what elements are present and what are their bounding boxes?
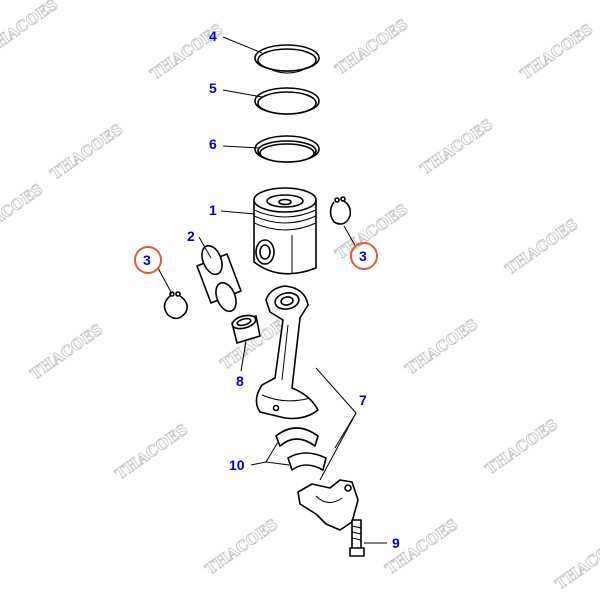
highlight-circle-right — [350, 242, 378, 270]
label-connecting-rod: 7 — [359, 392, 367, 408]
watermark-text: THACOES — [402, 315, 481, 378]
label-rod-bearing: 10 — [229, 457, 245, 473]
label-rod-bolt: 9 — [392, 535, 400, 551]
piston-pin — [196, 244, 242, 313]
label-piston: 1 — [209, 202, 217, 218]
watermark-text: THACOES — [502, 215, 581, 278]
label-snap-ring-right: 3 — [359, 248, 367, 264]
watermark-text: THACOES — [47, 120, 126, 183]
watermark-text: THACOES — [552, 530, 600, 593]
rod-bearing — [275, 427, 327, 471]
leader-lines — [157, 36, 387, 544]
label-piston-pin: 2 — [187, 228, 195, 244]
highlight-circle-left — [134, 246, 162, 274]
rod-bushing — [231, 314, 261, 344]
watermark-text: THACOES — [27, 320, 106, 383]
label-rod-bushing: 8 — [236, 373, 244, 389]
part-number-labels: 4 5 6 1 2 3 3 8 7 10 9 — [143, 28, 400, 551]
label-ring-second: 5 — [209, 80, 217, 96]
label-ring-oil: 6 — [209, 136, 217, 152]
snap-ring-left — [163, 291, 188, 320]
piston-ring-oil — [254, 135, 320, 163]
watermark-text: THACOES — [202, 515, 281, 578]
rod-cap — [297, 479, 359, 531]
snap-ring-right — [329, 196, 352, 225]
piston-ring-second — [254, 87, 320, 115]
watermark-text: THACOES — [112, 420, 191, 483]
watermark-text: THACOES — [517, 20, 596, 83]
connecting-rod — [255, 285, 319, 420]
watermark-text: THACOES — [417, 115, 496, 178]
piston-ring-top — [254, 44, 320, 74]
label-snap-ring-left: 3 — [143, 252, 151, 268]
watermark-text: THACOES — [332, 15, 411, 78]
watermark-text: THACOES — [0, 180, 46, 243]
watermark-text: THACOES — [482, 415, 561, 478]
label-ring-top: 4 — [209, 28, 217, 44]
piston — [253, 187, 317, 275]
watermark-text: THACOES — [0, 0, 61, 58]
rod-bolt — [349, 519, 365, 557]
